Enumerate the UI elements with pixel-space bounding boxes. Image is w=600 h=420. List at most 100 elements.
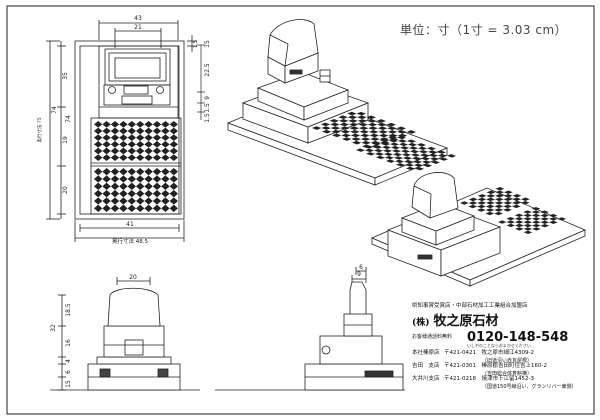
checker-tile: [102, 204, 111, 212]
checker-tile: [169, 190, 178, 198]
checker-tile: [356, 148, 365, 152]
checker-tile: [512, 194, 522, 198]
checker-tile: [152, 182, 162, 190]
checker-tile: [136, 190, 145, 198]
checker-tile: [394, 156, 403, 160]
checker-tile: [361, 140, 371, 145]
checker-tile: [523, 227, 533, 231]
checker-tile: [366, 115, 376, 120]
dim-depth-top: 35: [62, 72, 69, 80]
iso-dim-2: 22.5: [204, 63, 211, 77]
checker-tile: [390, 142, 399, 146]
checker-tile: [377, 126, 388, 131]
checker-tile: [520, 201, 530, 205]
checker-tile: [350, 133, 361, 138]
checker-tile: [485, 208, 495, 212]
branch-note: （旧道沿い赤瓦屋根）: [482, 358, 533, 365]
dim-depth-overall: 74: [51, 106, 58, 114]
checker-tile: [127, 147, 136, 155]
checker-tile: [523, 223, 533, 228]
checker-tile: [375, 152, 384, 156]
checker-tile: [340, 129, 351, 134]
checker-tile: [377, 122, 387, 127]
checker-tile: [169, 175, 178, 183]
checker-tile: [512, 197, 522, 202]
checker-tile: [429, 153, 438, 158]
checker-tile: [340, 126, 350, 130]
checker-tile: [395, 159, 404, 164]
checker-tile: [152, 204, 162, 212]
checker-tile: [503, 194, 513, 198]
checker-tile: [531, 217, 541, 221]
checker-tile: [383, 149, 392, 153]
checker-tile: [136, 141, 145, 148]
checker-tile: [393, 152, 402, 157]
checker-tile: [342, 137, 352, 141]
checker-tile: [397, 135, 406, 140]
checker-tile: [515, 227, 524, 231]
checker-tile: [540, 220, 550, 224]
checker-tile: [369, 133, 379, 138]
checker-tile: [161, 190, 170, 198]
checker-tile: [119, 197, 128, 205]
checker-tile: [169, 154, 178, 161]
checker-tile: [169, 182, 178, 190]
checker-tile: [521, 197, 530, 202]
checker-tile: [532, 220, 541, 224]
checker-tile: [110, 147, 120, 155]
checker-tile: [127, 175, 136, 183]
plan-view: [46, 20, 197, 242]
checker-tile: [110, 168, 120, 176]
checker-tile: [94, 121, 103, 128]
checker-tile: [161, 141, 170, 148]
checker-tile: [357, 119, 368, 123]
checker-tile: [495, 194, 504, 198]
dim-depth-bottom: 20: [62, 186, 69, 194]
company-name: (株)牧之原石材: [412, 314, 597, 330]
phone-number[interactable]: 0120-148-548: [467, 330, 569, 346]
checker-tile: [136, 127, 145, 135]
checker-tile: [169, 141, 178, 148]
checker-tile: [381, 142, 390, 146]
checker-tile: [506, 223, 516, 228]
checker-tile: [367, 119, 377, 123]
checker-tile: [119, 168, 128, 176]
checker-tile: [548, 213, 558, 218]
dim-top-overall: 43: [134, 15, 142, 22]
checker-tile: [102, 190, 111, 198]
checker-tile: [161, 168, 170, 176]
dim-depth-label: 奥行寸法 75: [36, 117, 43, 142]
checker-tile: [152, 190, 162, 198]
checker-tile: [406, 166, 415, 171]
checker-tile: [110, 141, 120, 148]
checker-tile: [144, 127, 153, 135]
checker-tile: [169, 168, 178, 176]
checker-tile: [136, 121, 145, 128]
checker-tile: [161, 154, 170, 161]
checker-tile: [486, 194, 496, 198]
checker-tile: [320, 122, 331, 127]
checker-tile: [102, 154, 111, 161]
iso-view-main-plates: [312, 111, 456, 171]
checker-tile: [349, 122, 359, 127]
checker-tile: [110, 121, 120, 128]
checker-tile: [161, 127, 170, 135]
checker-tile: [447, 154, 456, 158]
checker-tile: [477, 201, 487, 205]
checker-tile: [376, 155, 385, 160]
checker-tile: [152, 121, 162, 128]
checker-tile: [460, 201, 469, 205]
checker-tile: [398, 139, 407, 143]
checker-tile: [409, 146, 418, 150]
checker-tile: [414, 163, 423, 167]
checker-tile: [405, 163, 414, 167]
checker-tile: [495, 187, 505, 191]
checker-tile: [144, 121, 153, 128]
checker-tile: [127, 197, 136, 205]
checker-tile: [94, 190, 103, 198]
branch-list: 本社榛原店〒421-0421 牧之原市細江4309-2（旧道沿い赤瓦屋根）吉田 …: [412, 350, 597, 390]
branch-note: （吉田総合体育館横）: [482, 371, 533, 378]
checker-tile: [152, 127, 162, 135]
checker-tile: [387, 126, 397, 131]
checker-tile: [506, 217, 515, 221]
